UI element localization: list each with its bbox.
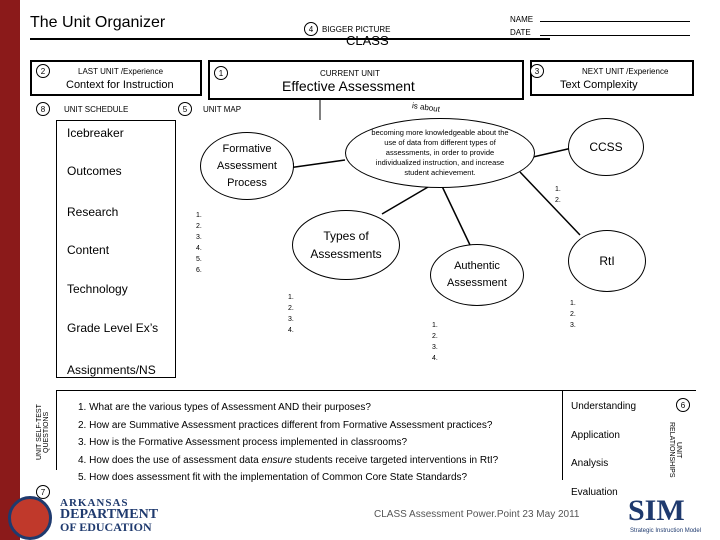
relationship-item: Application [571,430,620,441]
left-red-bar [0,0,20,540]
schedule-item: Icebreaker [67,126,124,140]
self-test-question: 2. How are Summative Assessment practice… [78,419,493,431]
self-test-question: 5. How does assessment fit with the impl… [78,472,468,483]
schedule-box: Icebreaker Outcomes Research Content Tec… [56,120,176,378]
list-item: 2. [432,333,438,340]
authentic-oval: Authentic Assessment [430,244,524,306]
list-item: 5. [196,256,202,263]
schedule-item: Research [67,205,119,219]
list-item: 4. [288,327,294,334]
relationships-number: 6 [676,398,690,412]
types-list: 1. 2. 3. 4. [288,292,294,336]
arkansas-logo: ARKANSAS DEPARTMENT OF EDUCATION [60,497,158,533]
schedule-item: Assignments/NS [67,363,156,377]
list-item: 3. [432,344,438,351]
self-test-question-4: 4. How does the use of assessment data e… [78,452,558,470]
relationship-item: Analysis [571,458,609,469]
logo-line: DEPARTMENT [60,507,159,522]
q4-emphasis: ensure [261,454,293,466]
formative-list: 1. 2. 3. 4. 5. 6. [196,210,202,276]
footer-caption: CLASS Assessment Power.Point 23 May 2011 [374,509,580,520]
schedule-number: 8 [36,102,50,116]
list-item: 4. [196,245,202,252]
bigger-picture-value: CLASS [346,33,389,48]
bigger-picture-number: 4 [304,22,318,36]
footer-number: 7 [36,485,50,499]
types-oval: Types of Assessments [292,210,400,280]
center-oval: becoming more knowledgeable about the us… [345,118,535,188]
name-line [540,21,690,22]
sim-subtitle: Strategic Instruction Model [630,528,702,534]
header-rule [30,38,550,40]
name-label: NAME [510,15,534,24]
last-unit-value: Context for Instruction [66,79,174,91]
list-item: 1. [555,186,561,193]
list-item: 2. [196,223,202,230]
q4-prefix: 4. How does the use of assessment data [78,454,262,466]
list-item: 2. [288,305,294,312]
map-number: 5 [178,102,192,116]
self-test-question: 3. How is the Formative Assessment proce… [78,437,408,448]
ccss-oval: CCSS [568,118,644,176]
rti-oval: RtI [568,230,646,292]
relationships-divider [562,390,563,480]
rti-list: 1. 2. 3. [570,298,576,331]
next-unit-label: NEXT UNIT /Experience [582,67,669,76]
schedule-label: UNIT SCHEDULE [64,105,129,114]
list-item: 1. [570,300,576,307]
list-item: 4. [432,355,438,362]
list-item: 1. [288,294,294,301]
page-title: The Unit Organizer [30,14,166,31]
list-item: 2. [570,311,576,318]
list-item: 3. [570,322,576,329]
list-item: 1. [196,212,202,219]
list-item: 2. [555,197,561,204]
list-item: 6. [196,267,202,274]
list-item: 1. [432,322,438,329]
current-unit-value: Effective Assessment [282,78,415,94]
arkansas-seal-icon [8,496,52,540]
self-test-question: 1. What are the various types of Assessm… [78,402,371,413]
relationships-side-label: UNIT RELATIONSHIPS [668,422,682,478]
map-label: UNIT MAP [203,105,242,114]
logo-line: OF EDUCATION [60,520,152,534]
current-unit-number: 1 [214,66,228,80]
next-unit-box: NEXT UNIT /Experience Text Complexity [530,60,694,96]
last-unit-box: LAST UNIT /Experience Context for Instru… [30,60,202,96]
schedule-item: Outcomes [67,164,122,178]
schedule-item: Technology [67,282,128,296]
relationship-item: Evaluation [571,487,618,498]
list-item: 3. [288,316,294,323]
authentic-list: 1. 2. 3. 4. [432,320,438,364]
formative-oval: Formative Assessment Process [200,132,294,200]
self-test-left-rule [56,390,57,470]
current-unit-label: CURRENT UNIT [320,69,380,78]
self-test-top-rule [56,390,696,391]
self-test-questions: 1. What are the various types of Assessm… [78,399,558,487]
list-item: 3. [196,234,202,241]
next-unit-number: 3 [530,64,544,78]
last-unit-label: LAST UNIT /Experience [78,67,164,76]
current-unit-box: CURRENT UNIT Effective Assessment [208,60,524,100]
bigger-picture-label: BIGGER PICTURE [322,25,391,34]
self-test-side-label: UNIT SELF-TEST QUESTIONS [36,404,50,460]
date-line [540,35,690,36]
last-unit-number: 2 [36,64,50,78]
schedule-item: Content [67,243,110,257]
logo-line: ARKANSAS [60,497,129,509]
schedule-item: Grade Level Ex’s [67,321,159,335]
next-unit-value: Text Complexity [560,79,638,91]
date-label: DATE [510,28,531,37]
sim-logo: SIM [628,494,685,527]
q4-suffix: students receive targeted interventions … [292,454,499,466]
ccss-list: 1. 2. [555,184,561,206]
relationship-item: Understanding [571,401,637,412]
